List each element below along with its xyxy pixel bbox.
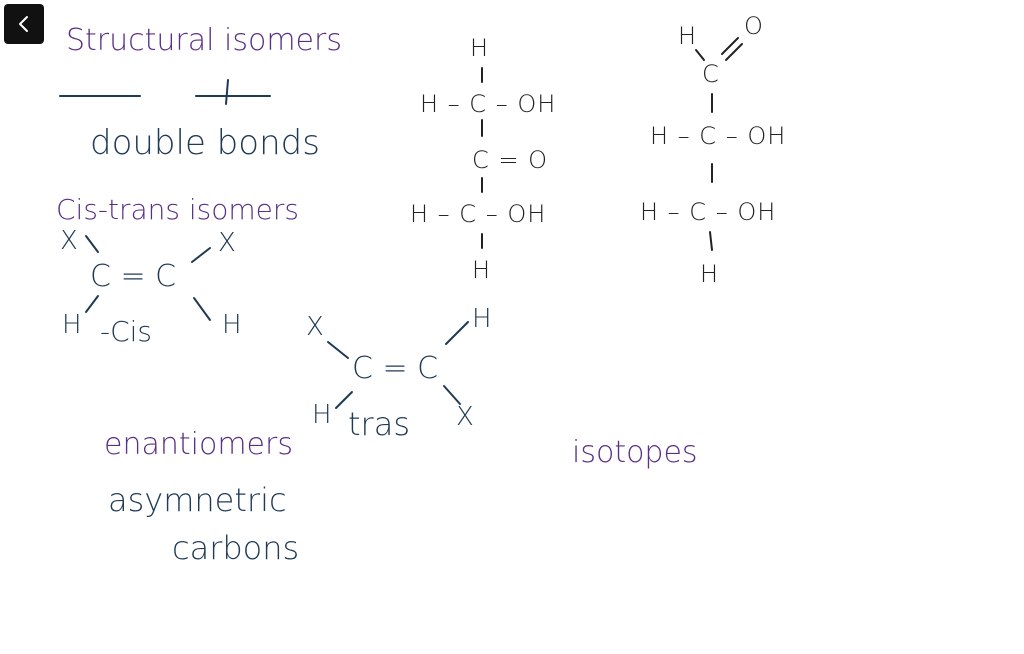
structural-isomers-heading: Structural isomers — [66, 23, 342, 58]
cis-bond-x-right — [191, 247, 211, 263]
aldose-aldehyde-h: H — [678, 22, 698, 50]
aldose-row-2: H – C – OH — [640, 198, 777, 226]
aldose-bond-3 — [709, 231, 713, 251]
cis-bond-x-left — [85, 235, 99, 253]
ketose-row-2: C = O — [472, 146, 549, 174]
back-button[interactable] — [4, 4, 44, 44]
cis-bond-h-right — [193, 297, 211, 321]
aldose-bond-h — [695, 49, 705, 61]
aldose-aldehyde-c: C — [702, 60, 720, 88]
aldose-bond-o-2 — [725, 43, 743, 61]
trans-x-top: X — [306, 312, 324, 342]
trans-bond-h-top — [445, 321, 469, 345]
cis-label: -Cis — [100, 315, 153, 348]
cis-double-bond: C = C — [90, 259, 177, 294]
cis-x-left: X — [60, 226, 78, 256]
enantiomers-label: enantiomers — [104, 427, 293, 462]
aldose-bottom-h: H — [700, 260, 720, 288]
ketose-row-3: H – C – OH — [410, 200, 547, 228]
cis-trans-isomers-heading: Cis-trans isomers — [56, 193, 300, 226]
trans-label: tras — [348, 405, 410, 443]
double-bonds-label: double bonds — [90, 123, 320, 163]
cis-h-left: H — [62, 310, 82, 340]
cis-h-right: H — [222, 310, 242, 340]
trans-h-bottom: H — [312, 400, 332, 430]
cis-bond-h-left — [85, 295, 99, 313]
trans-h-top: H — [472, 304, 492, 334]
aldose-aldehyde-o: O — [744, 12, 764, 40]
trans-x-bottom: X — [456, 402, 474, 432]
asymmetric-label: asymnetric — [108, 481, 287, 519]
cross-vertical-stroke — [225, 79, 229, 105]
trans-bond-x-top — [327, 341, 349, 359]
ketose-top-h: H — [470, 34, 490, 62]
aldose-bond-o-1 — [721, 37, 739, 55]
aldose-row-1: H – C – OH — [650, 122, 787, 150]
chevron-left-icon — [19, 16, 28, 32]
ketose-bottom-h: H — [472, 256, 492, 284]
carbons-label: carbons — [172, 529, 300, 567]
trans-double-bond: C = C — [352, 351, 439, 386]
ketose-row-1: H – C – OH — [420, 90, 557, 118]
isotopes-label: isotopes — [572, 435, 698, 470]
cis-x-right: X — [218, 228, 236, 258]
